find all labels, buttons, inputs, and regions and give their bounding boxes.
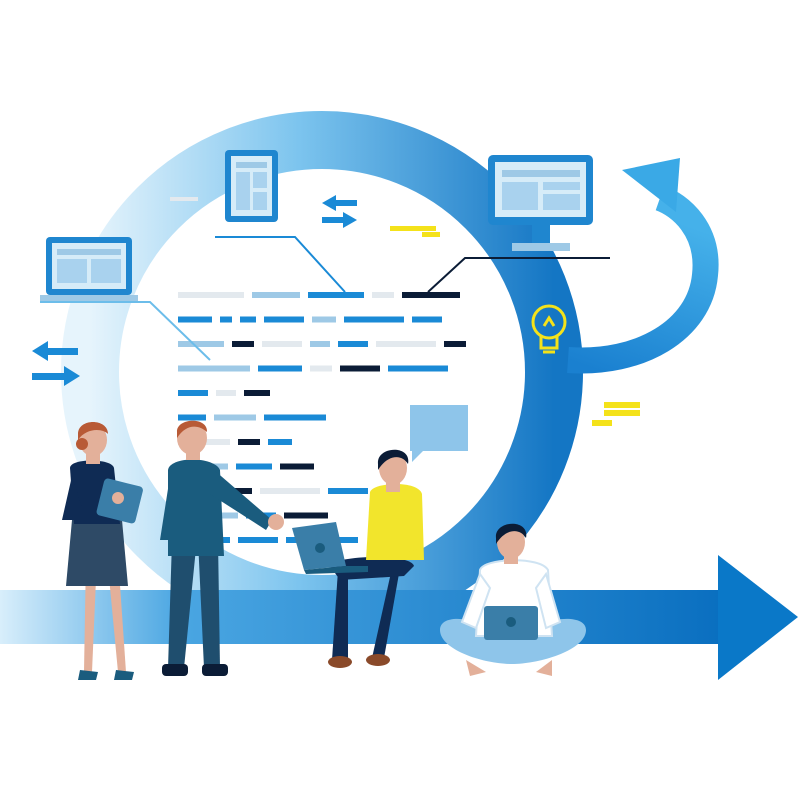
code-line-segment bbox=[238, 439, 260, 445]
sticky-note-icon bbox=[592, 402, 640, 426]
code-line-segment bbox=[240, 316, 256, 323]
code-line-segment bbox=[252, 292, 300, 298]
code-line-segment bbox=[328, 488, 368, 494]
person-woman-tablet bbox=[62, 422, 143, 680]
swap-arrows-icon bbox=[32, 341, 80, 386]
person-man-standing bbox=[160, 420, 284, 676]
document-icon bbox=[225, 150, 278, 222]
code-line-segment bbox=[308, 292, 364, 298]
swap-arrows-icon bbox=[322, 195, 357, 228]
code-line-segment bbox=[178, 341, 224, 347]
dash-mark bbox=[170, 197, 198, 201]
code-line-segment bbox=[232, 341, 254, 347]
laptop-icon bbox=[40, 237, 138, 301]
code-line-segment bbox=[238, 537, 278, 543]
code-line-segment bbox=[216, 390, 236, 396]
code-line-segment bbox=[402, 292, 460, 298]
code-line-segment bbox=[258, 365, 302, 372]
code-line-segment bbox=[178, 414, 206, 421]
code-line-segment bbox=[376, 341, 436, 347]
code-line-segment bbox=[178, 292, 244, 298]
loop-arrow-icon bbox=[567, 158, 719, 374]
code-line-segment bbox=[340, 365, 380, 372]
sticky-note-icon bbox=[390, 226, 440, 237]
code-line-segment bbox=[268, 439, 292, 445]
code-line-segment bbox=[388, 365, 448, 372]
code-line-segment bbox=[214, 414, 256, 421]
code-line-segment bbox=[310, 365, 332, 372]
person-man-crosslegged bbox=[440, 523, 586, 676]
code-line-segment bbox=[264, 316, 304, 323]
code-line-segment bbox=[312, 316, 336, 323]
code-line-segment bbox=[230, 488, 252, 494]
code-line-segment bbox=[344, 316, 404, 323]
code-line-segment bbox=[284, 512, 328, 519]
code-line-segment bbox=[220, 316, 232, 323]
code-line-segment bbox=[372, 292, 394, 298]
code-line-segment bbox=[260, 488, 320, 494]
code-line-segment bbox=[244, 390, 270, 396]
monitor-icon bbox=[488, 155, 593, 251]
code-line-segment bbox=[178, 390, 208, 396]
code-line-segment bbox=[262, 341, 302, 347]
code-line-segment bbox=[178, 316, 212, 323]
code-line-segment bbox=[178, 365, 250, 372]
connector-lines bbox=[40, 236, 610, 361]
code-line-segment bbox=[338, 341, 368, 347]
code-line-segment bbox=[444, 341, 466, 347]
lightbulb-icon bbox=[531, 304, 567, 354]
person-man-laptop bbox=[292, 449, 424, 668]
speech-bubble-icon bbox=[410, 405, 468, 462]
code-line-segment bbox=[264, 414, 326, 421]
code-line-segment bbox=[412, 316, 442, 323]
code-line-segment bbox=[236, 463, 272, 470]
code-line-segment bbox=[280, 463, 314, 470]
code-line-segment bbox=[310, 341, 330, 347]
